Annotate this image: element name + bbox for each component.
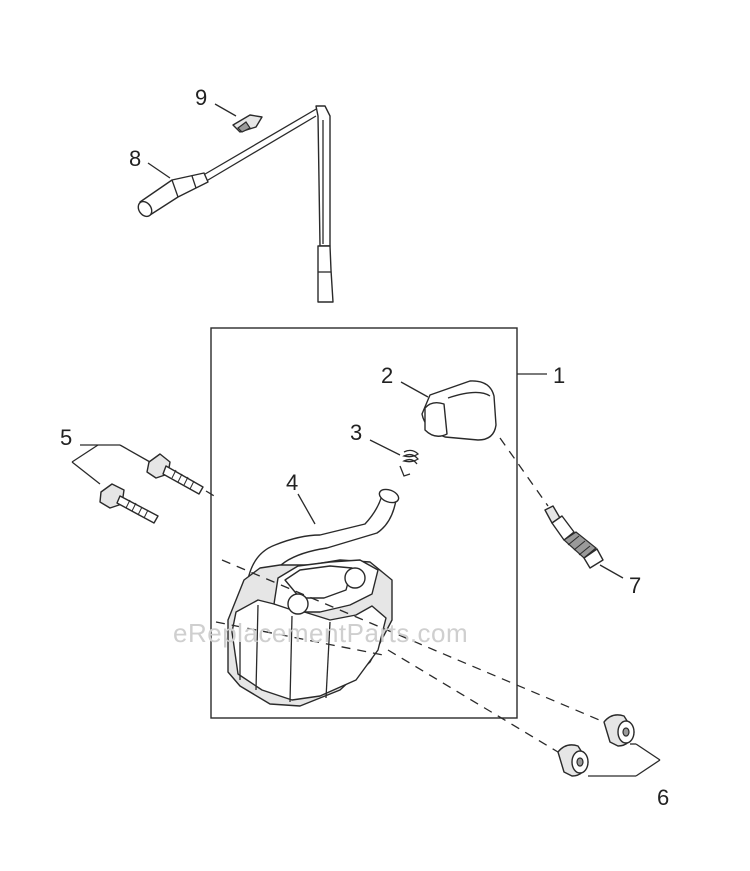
callout-3: 3 — [350, 420, 362, 445]
callout-8: 8 — [129, 146, 141, 171]
assembly-box — [210, 327, 518, 719]
screw-upper — [146, 453, 204, 495]
callout-5: 5 — [60, 425, 72, 450]
callout-4: 4 — [286, 470, 298, 495]
callout-6: 6 — [657, 785, 669, 810]
wire-clip — [232, 114, 263, 133]
wire-harness — [199, 105, 334, 303]
callout-9: 9 — [195, 85, 207, 110]
callout-2: 2 — [381, 363, 393, 388]
leader-lines — [71, 103, 661, 777]
spark-plug — [544, 505, 604, 569]
callout-7: 7 — [629, 573, 641, 598]
watermark: eReplacementParts.com — [173, 618, 468, 648]
spacer-upper — [603, 714, 635, 747]
spark-plug-wire-terminal — [137, 172, 209, 218]
screw-lower — [99, 483, 159, 524]
spark-plug-boot — [421, 380, 497, 441]
spring — [399, 449, 420, 477]
ignition-coil — [227, 488, 400, 707]
spacer-lower — [557, 744, 589, 777]
assembly-lines — [205, 437, 605, 753]
callout-1: 1 — [553, 363, 565, 388]
